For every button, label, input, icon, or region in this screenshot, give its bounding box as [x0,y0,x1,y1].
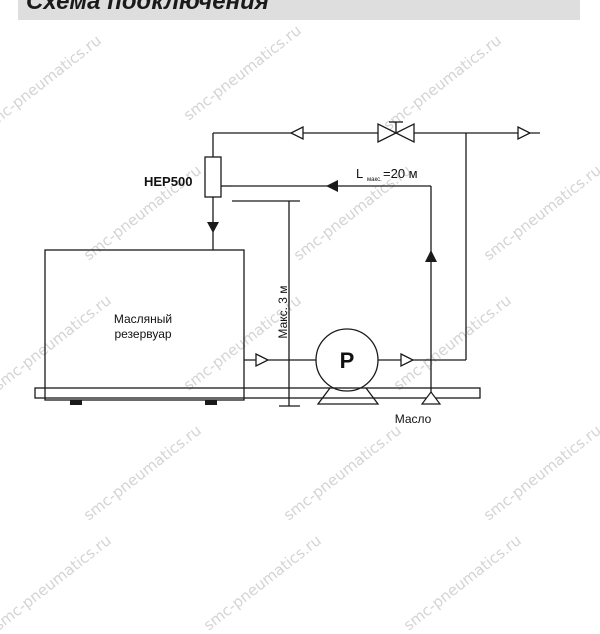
suction-inlet-icon [420,391,442,405]
tank-foot [70,400,82,405]
up-arrow-icon [425,250,437,262]
valve-icon [377,121,415,144]
max-height-label: Макс. 3 м [276,285,290,338]
outlet-arrow-icon [517,125,532,141]
return-arrow-icon [326,180,338,192]
header-bar: Схема подключения [18,0,580,20]
device-label: HEP500 [144,174,192,189]
pump-stand [316,387,380,405]
page-title: Схема подключения [26,0,269,15]
down-arrow-icon [207,222,219,233]
tank-label-line1: Масляный [114,312,172,326]
max-length-prefix: L [356,166,363,181]
oil-tank [44,249,245,401]
oil-label: Масло [395,412,432,426]
outlet-flow-arrow-icon [400,352,415,368]
pump-label: P [340,348,355,373]
filter-device [204,156,222,198]
max-length-subscript: макс. [367,177,382,183]
tank-foot [205,400,217,405]
pump-circle [315,328,379,392]
inlet-arrow-icon [255,352,270,368]
base-plate [34,387,481,399]
tank-label-line2: резервуар [114,327,171,341]
supply-arrow-icon [289,125,304,141]
max-length-value: =20 м [383,166,418,181]
